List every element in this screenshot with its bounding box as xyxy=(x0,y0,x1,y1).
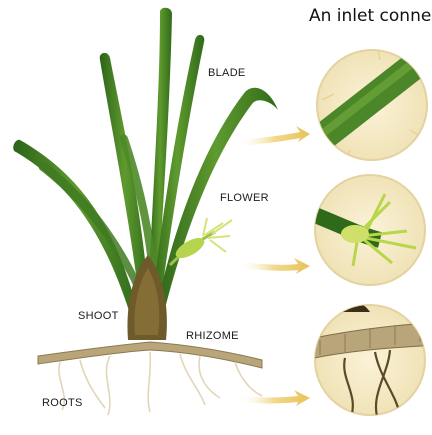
arrow-rhizome xyxy=(238,390,310,406)
label-flower: FLOWER xyxy=(220,192,269,204)
label-rhizome: RHIZOME xyxy=(186,330,239,342)
header-text: An inlet connec xyxy=(309,6,432,26)
arrow-blade xyxy=(238,126,310,146)
label-blade: BLADE xyxy=(208,67,246,79)
arrow-flower xyxy=(238,258,310,274)
rhizome-detail-circle xyxy=(305,303,432,420)
blade-detail-circle xyxy=(306,34,432,160)
label-shoot: SHOOT xyxy=(78,310,119,322)
flower-detail-circle xyxy=(315,175,425,285)
label-roots: ROOTS xyxy=(42,397,83,409)
